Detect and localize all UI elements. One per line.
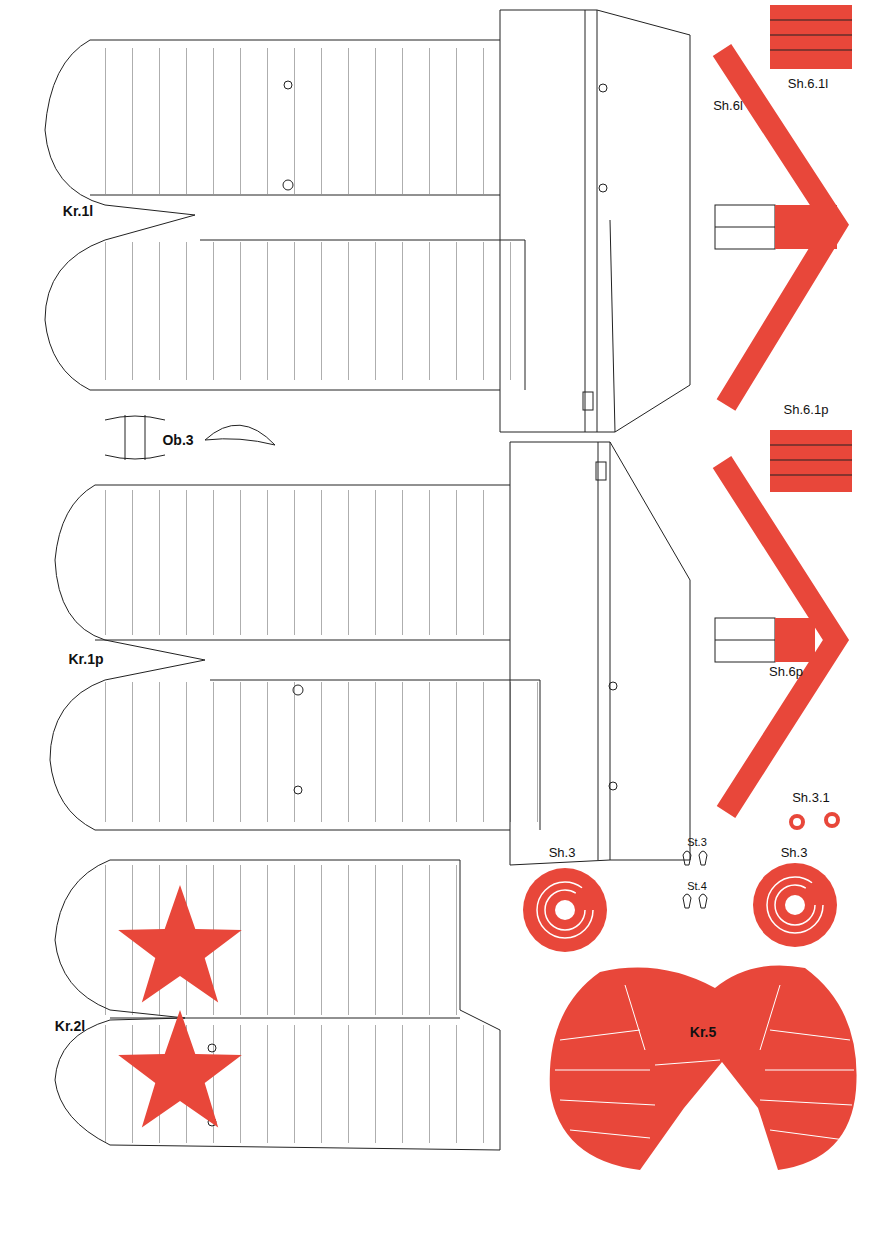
part-label: Sh.6p: [769, 665, 803, 679]
part-label: Kr.2l: [55, 1019, 85, 1034]
part-label: St.4: [687, 880, 707, 892]
wing-part: [45, 10, 690, 432]
small-part: [105, 415, 275, 460]
part-label: St.3: [687, 836, 707, 848]
small-part: [683, 851, 707, 908]
part-label: Sh.3: [549, 846, 576, 860]
wing-part: [55, 860, 500, 1150]
part-label: Sh.6l: [713, 99, 743, 113]
wheel-disc: [523, 814, 838, 952]
part-label: Sh.3.1: [792, 791, 830, 805]
part-label: Kr.1l: [63, 204, 93, 219]
red-strut: [715, 50, 837, 812]
part-label: Sh.6.1p: [784, 403, 829, 417]
part-label: Kr.1p: [68, 652, 103, 667]
part-label: Ob.3: [162, 433, 193, 448]
red-strip: [770, 5, 852, 492]
part-label: Kr.5: [690, 1025, 716, 1040]
star-marking: [118, 885, 242, 1128]
wing-part: [50, 442, 690, 865]
part-label: Sh.6.1l: [788, 77, 828, 91]
part-label: Sh.3: [781, 846, 808, 860]
red-cowl-part: [550, 966, 857, 1171]
